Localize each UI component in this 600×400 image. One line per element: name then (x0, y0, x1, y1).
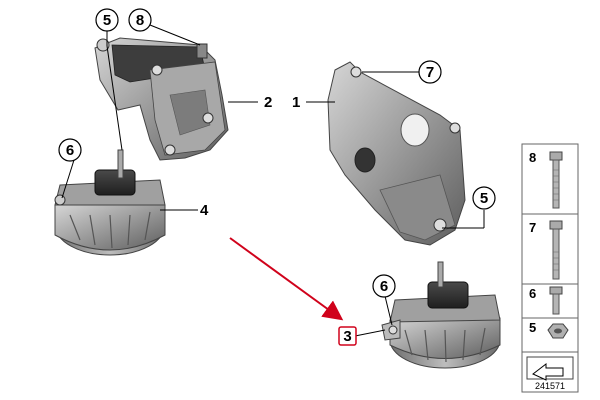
highlight-arrow (229, 237, 344, 321)
callout-4-label: 4 (200, 202, 209, 219)
callout-2-label: 2 (264, 94, 272, 111)
callout-7: 7 (418, 60, 442, 84)
callout-6a: 6 (58, 138, 82, 162)
callout-3-highlighted: 3 (338, 326, 357, 346)
callout-5a: 5 (95, 8, 119, 32)
callout-3-label: 3 (343, 328, 351, 345)
bracket-part-2 (94, 37, 229, 161)
footer-code: 241571 (535, 381, 565, 391)
hardware-legend: 8 7 6 5 241571 (521, 143, 579, 393)
legend-item-6: 6 (529, 286, 563, 315)
footer-arrow-icon (526, 356, 574, 381)
callout-5a-label: 5 (103, 12, 111, 29)
leader-lines (61, 24, 485, 337)
legend-6-label: 6 (529, 286, 536, 301)
legend-5-label: 5 (529, 320, 536, 335)
legend-item-7: 7 (529, 220, 563, 280)
callout-6b-label: 6 (380, 278, 388, 295)
bracket-part-1 (327, 61, 466, 246)
callout-7-label: 7 (426, 64, 434, 81)
legend-item-8: 8 (529, 150, 563, 209)
callout-6b: 6 (372, 274, 396, 298)
callout-1-label: 1 (292, 94, 300, 111)
callout-6a-label: 6 (66, 142, 74, 159)
callout-5b-label: 5 (480, 190, 488, 207)
callout-5b: 5 (472, 186, 496, 210)
engine-mount-part-3 (381, 261, 501, 369)
callout-8-label: 8 (136, 12, 144, 29)
callout-8: 8 (128, 8, 152, 32)
legend-8-label: 8 (529, 150, 536, 165)
legend-item-5: 5 (529, 320, 569, 339)
legend-7-label: 7 (529, 220, 536, 235)
engine-mount-part-4 (54, 149, 166, 256)
